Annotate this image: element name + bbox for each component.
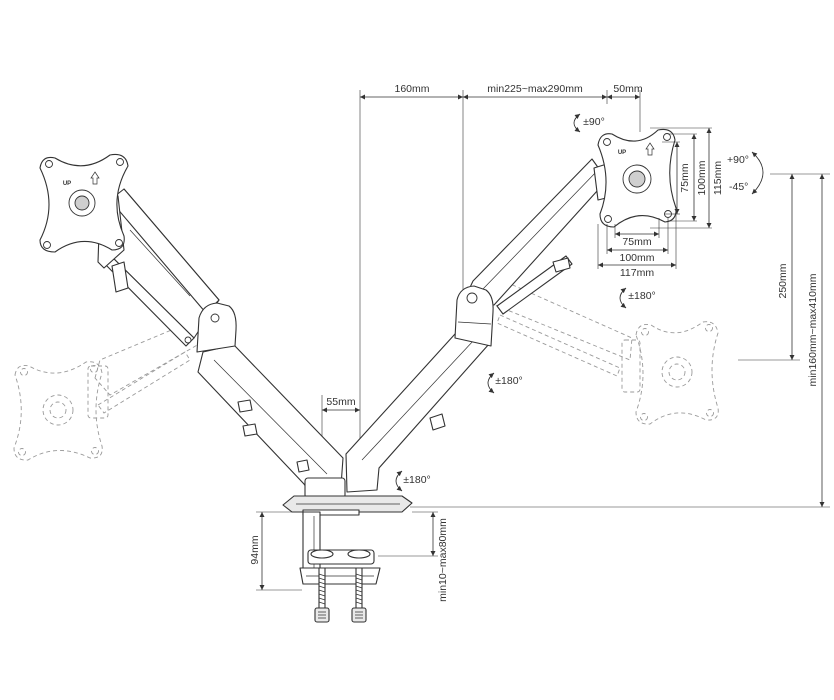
- vesa-h-75-label: 75mm: [622, 236, 651, 248]
- up-arrow-icon: [90, 171, 100, 185]
- ghost-left-plate-hole: [91, 447, 99, 455]
- cable-clip: [296, 459, 310, 473]
- ghost-left-arm-link: [97, 351, 191, 414]
- swivel-label: ±90°: [583, 116, 605, 128]
- knob-grip: [318, 611, 363, 619]
- clamp-pad: [310, 549, 334, 559]
- mount-offset-label: 50mm: [613, 83, 642, 95]
- left-plate-hole: [43, 241, 51, 249]
- left-elbow-joint: [196, 302, 237, 353]
- top-dimensions: 160mm min225~max290mm 50mm: [360, 83, 643, 100]
- cable-clip: [552, 257, 571, 273]
- desk-clamp: [282, 477, 413, 623]
- ghost-left-plate-hole: [18, 448, 26, 456]
- ghost-right-plate-hub-inner: [668, 363, 686, 381]
- ghost-left-tilt-bracket: [87, 365, 109, 419]
- ghost-left-monitor-position: [13, 317, 207, 461]
- vesa-vertical-dimensions: 75mm 100mm 115mm: [650, 127, 724, 229]
- left-plate-hole: [116, 158, 124, 166]
- right-elbow-joint: [454, 285, 494, 347]
- rotation-arrow-icon: [619, 287, 627, 309]
- left-plate-hub-inner: [74, 195, 90, 211]
- ghost-right-plate-hole: [641, 328, 649, 336]
- left-lower-arm: [197, 344, 344, 495]
- vesa-v-100-label: 100mm: [696, 160, 708, 195]
- left-lower-arm-edge: [213, 359, 328, 475]
- rotation-arrow-icon: [573, 113, 581, 133]
- right-plate-hole: [663, 133, 671, 141]
- right-upper-arm-link: [496, 255, 573, 315]
- left-elbow-hinge: [210, 313, 220, 323]
- tilt-up-label: +90°: [727, 154, 749, 166]
- left-plate-up-label: UP: [63, 181, 71, 187]
- elbow-rotation-label: ±180°: [495, 375, 522, 387]
- pole-offset-dimension: 55mm: [322, 396, 360, 413]
- right-plate-hub-inner: [628, 170, 646, 188]
- tilt-arrow-icon: [751, 151, 764, 195]
- ghost-left-arm: [94, 317, 207, 396]
- ghost-left-plate-hub-inner: [49, 401, 67, 419]
- left-arm: UP: [39, 153, 344, 495]
- ghost-left-plate-hole: [90, 365, 98, 373]
- right-plate-up-label: UP: [618, 150, 626, 156]
- up-arrow-icon: [645, 142, 655, 156]
- screw-thread: [355, 573, 363, 605]
- mount-rotation-label: ±180°: [628, 290, 655, 302]
- height-adjust-label: 250mm: [777, 263, 789, 298]
- right-elbow-seam: [457, 321, 492, 325]
- left-tilt-lever: [111, 261, 129, 293]
- rotation-arrow-icon: [395, 470, 403, 492]
- arm-extension-label: min225~max290mm: [487, 83, 583, 95]
- cable-clip: [237, 399, 253, 413]
- desk-thickness-label: min10~max80mm: [437, 518, 449, 602]
- ghost-right-plate-hole: [706, 409, 714, 417]
- right-plate-hole: [604, 215, 612, 223]
- vesa-h-100-label: 100mm: [619, 252, 654, 264]
- ghost-right-tilt-bracket: [621, 339, 641, 393]
- clamp-pad: [347, 549, 371, 559]
- ghost-left-plate-hole: [20, 368, 28, 376]
- arm-spacing-label: 160mm: [394, 83, 429, 95]
- tilt-down-label: -45°: [729, 181, 748, 193]
- right-elbow-hinge: [466, 292, 478, 304]
- clamp-dimensions: 94mm min10~max80mm: [249, 511, 449, 602]
- cable-clip: [429, 413, 446, 431]
- ghost-right-plate-hub: [661, 356, 693, 388]
- ghost-right-plate-hole: [705, 324, 713, 332]
- rotation-arrow-icon: [487, 372, 495, 394]
- left-gas-spring: [129, 229, 191, 297]
- left-upper-arm-beam: [109, 188, 220, 314]
- base-collar: [304, 477, 346, 499]
- vesa-horizontal-dimensions: 75mm 100mm 117mm: [597, 212, 677, 279]
- right-lower-arm-edge: [361, 339, 475, 461]
- height-dimensions: 250mm min160mm~max410mm: [777, 174, 825, 507]
- ghost-right-vesa-plate: [635, 321, 719, 425]
- rotation-indicators: ±90° +90° -45° ±180° ±180° ±180°: [395, 113, 764, 492]
- vesa-h-117-label: 117mm: [620, 267, 654, 279]
- right-lower-arm: [345, 333, 490, 493]
- right-arm: UP: [345, 128, 677, 493]
- ghost-left-vesa-plate: [13, 361, 103, 461]
- pole-offset-label: 55mm: [326, 396, 355, 408]
- ghost-right-plate-hole: [640, 413, 648, 421]
- clamp-height-label: 94mm: [249, 535, 261, 564]
- ghost-right-arm-link: [496, 314, 621, 377]
- height-range-label: min160mm~max410mm: [807, 273, 819, 386]
- screw-thread: [318, 573, 326, 605]
- left-plate-hole: [45, 160, 53, 168]
- ghost-left-plate-hub: [42, 394, 74, 426]
- left-arm-bolt: [184, 336, 192, 344]
- right-plate-hole: [603, 138, 611, 146]
- left-plate-hole: [115, 239, 123, 247]
- right-gas-spring: [481, 169, 599, 291]
- cable-clip: [242, 423, 258, 437]
- vesa-v-75-label: 75mm: [679, 163, 691, 192]
- vesa-v-115-label: 115mm: [712, 161, 724, 195]
- base-rotation-label: ±180°: [403, 474, 430, 486]
